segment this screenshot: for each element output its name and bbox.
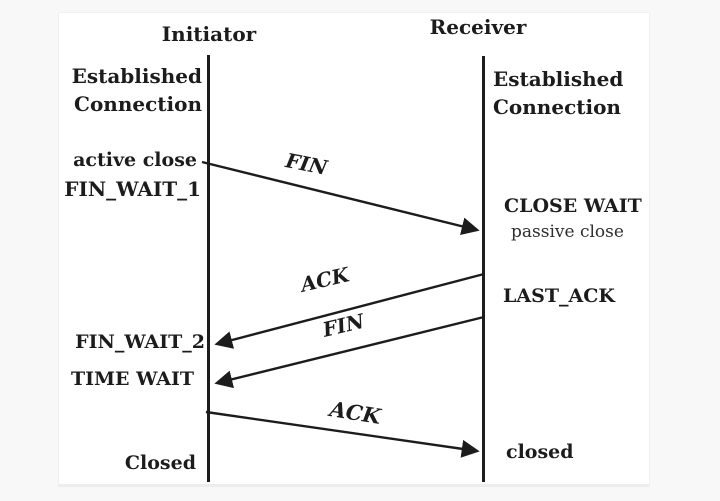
initiator-title: Initiator (161, 22, 257, 46)
initiator-established-state: Established Connection (71, 64, 202, 116)
initiator-closed-state: Closed (124, 452, 196, 474)
receiver-closed-state: closed (506, 441, 574, 463)
fin-wait-2-state: FIN_WAIT_2 (75, 331, 205, 353)
close-wait-state: CLOSE WAIT (504, 195, 642, 217)
fin-wait-1-state: FIN_WAIT_1 (64, 177, 201, 201)
receiver-title: Receiver (429, 15, 527, 39)
receiver-established-state: Established Connection (493, 67, 624, 119)
last-ack-state: LAST_ACK (503, 285, 615, 307)
time-wait-state: TIME WAIT (70, 368, 194, 390)
active-close-label: active close (73, 149, 197, 171)
passive-close-label: passive close (511, 222, 624, 242)
receiver-lifeline (482, 56, 485, 482)
initiator-lifeline (207, 55, 210, 482)
diagram-canvas (58, 12, 650, 487)
